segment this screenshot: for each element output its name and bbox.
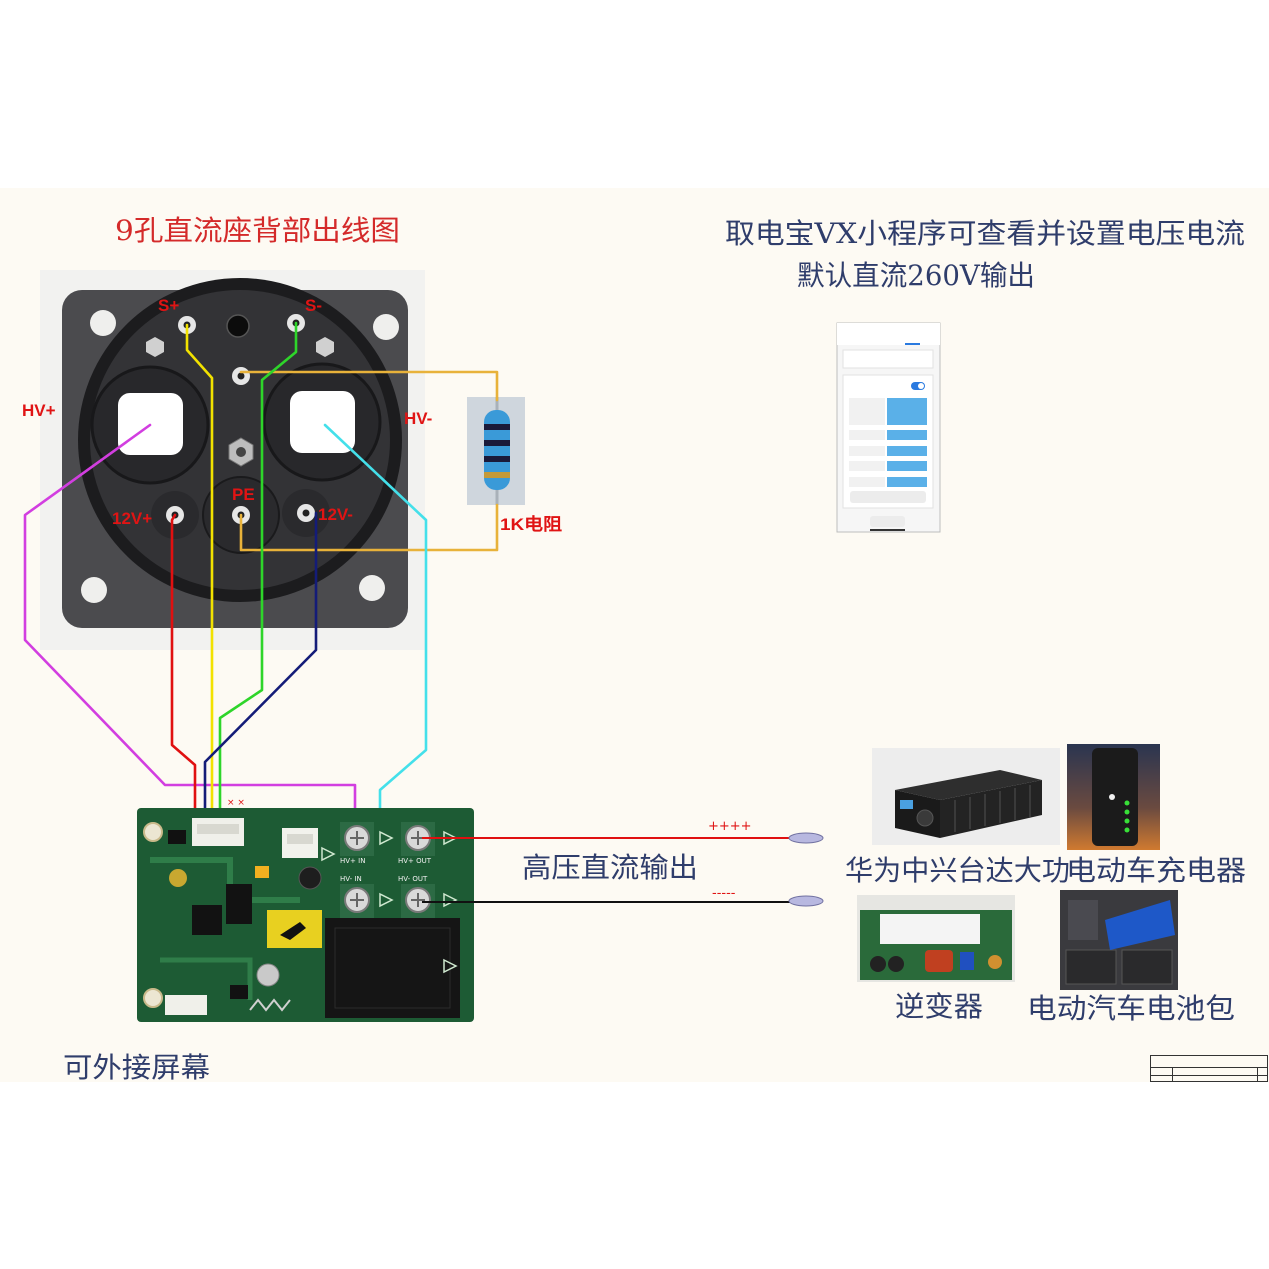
label-hv-minus: HV- bbox=[404, 409, 432, 428]
nut-right bbox=[316, 337, 334, 357]
app-field bbox=[887, 430, 927, 440]
output-negative-marks: ----- bbox=[712, 886, 736, 901]
label-hv-plus: HV+ bbox=[22, 401, 56, 420]
app-note-line1: 取电宝VX小程序可查看并设置电压电流 bbox=[725, 217, 1245, 250]
battery-label: 电动汽车电池包 bbox=[1027, 992, 1235, 1025]
silk-hv-plus-out: HV+ OUT bbox=[398, 857, 432, 865]
battery-pack-photo bbox=[1060, 890, 1178, 990]
ev-charger-photo bbox=[1067, 744, 1160, 850]
title-block bbox=[1150, 1055, 1268, 1082]
label-12v-minus: 12V- bbox=[318, 505, 353, 524]
label-12v-plus: 12V+ bbox=[112, 509, 152, 528]
terminal-hv-plus-out bbox=[401, 822, 435, 856]
screen-note: 可外接屏幕 bbox=[63, 1051, 210, 1084]
power-module-photo bbox=[872, 748, 1060, 845]
wire-s-minus bbox=[218, 321, 298, 810]
label-s-plus: S+ bbox=[158, 296, 179, 315]
connector-photo bbox=[40, 270, 425, 650]
silk-hv-minus-out: HV- OUT bbox=[398, 875, 428, 883]
output-positive-terminal bbox=[788, 832, 824, 844]
mount-hole bbox=[359, 575, 385, 601]
wire-resistor-bottom bbox=[239, 503, 499, 552]
app-settings-card bbox=[842, 374, 934, 509]
wire-s-plus bbox=[185, 323, 214, 810]
pcb-board-photo bbox=[137, 808, 474, 1022]
app-tab-indicator bbox=[905, 343, 920, 345]
wire-12v-minus bbox=[203, 511, 318, 810]
app-button bbox=[850, 491, 926, 503]
module-display bbox=[900, 800, 913, 809]
app-field bbox=[887, 446, 927, 456]
pin-marks: × × bbox=[227, 798, 245, 808]
inductor bbox=[925, 950, 953, 972]
charger-label: 电动车充电器 bbox=[1066, 854, 1246, 887]
label-pe: PE bbox=[232, 485, 255, 504]
terminal-hv-plus-in bbox=[340, 822, 374, 856]
pin-center-top bbox=[232, 367, 250, 385]
connector-title: 9孔直流座背部出线图 bbox=[115, 214, 400, 247]
terminal-hv-minus-in bbox=[340, 884, 374, 918]
board-mount-hole bbox=[143, 822, 163, 842]
battery-banner bbox=[1105, 900, 1175, 950]
app-note-line2: 默认直流260V输出 bbox=[797, 259, 1035, 292]
charger-brand-label: 华为中兴台达大功 bbox=[845, 854, 1070, 887]
app-field bbox=[887, 398, 927, 425]
app-header-card bbox=[842, 349, 934, 369]
label-resistor: 1K电阻 bbox=[500, 514, 562, 534]
relay bbox=[325, 918, 460, 1018]
output-label: 高压直流输出 bbox=[522, 851, 698, 884]
label-s-minus: S- bbox=[305, 296, 322, 315]
fan-icon bbox=[916, 809, 934, 827]
wire-hv-plus bbox=[23, 423, 357, 832]
mount-hole bbox=[373, 314, 399, 340]
output-negative-terminal bbox=[788, 895, 824, 907]
inverter-label: 逆变器 bbox=[895, 990, 983, 1023]
mount-hole bbox=[81, 577, 107, 603]
silk-hv-minus-in: HV- IN bbox=[340, 875, 362, 883]
app-field bbox=[887, 461, 927, 471]
app-field bbox=[887, 477, 927, 487]
resistor-photo bbox=[467, 397, 525, 505]
wire-12v-plus bbox=[170, 513, 197, 810]
app-screenshot bbox=[836, 322, 941, 533]
mount-hole bbox=[90, 310, 116, 336]
board-mount-hole bbox=[143, 988, 163, 1008]
harness-wires bbox=[23, 321, 499, 894]
pin-12v-minus bbox=[297, 504, 315, 522]
inverter-photo bbox=[857, 895, 1015, 982]
wire-resistor-top bbox=[239, 370, 499, 402]
silk-hv-plus-in: HV+ IN bbox=[340, 857, 365, 865]
screen-connector bbox=[165, 995, 207, 1015]
pin-empty-top bbox=[226, 314, 250, 338]
output-positive-marks: ++++ bbox=[708, 819, 752, 834]
app-button bbox=[870, 516, 905, 527]
nut-left bbox=[146, 337, 164, 357]
